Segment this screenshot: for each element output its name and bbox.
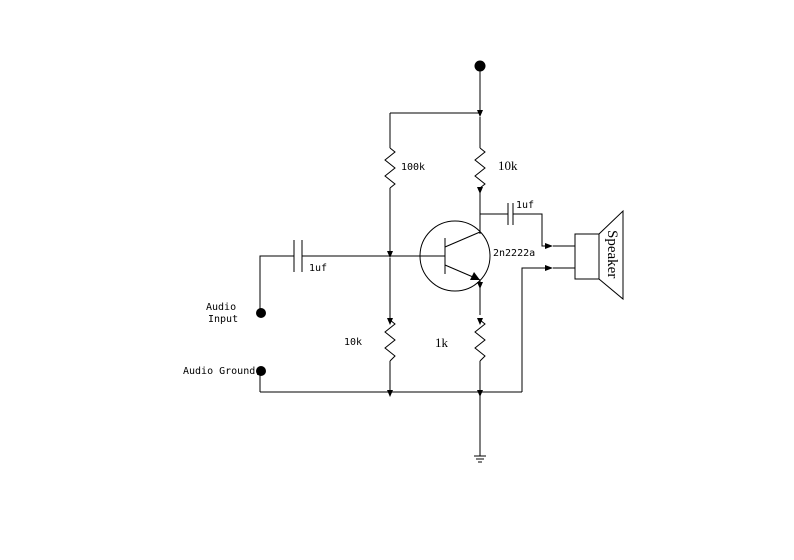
audio-input-terminal	[256, 308, 266, 318]
speaker-label: Speaker	[604, 230, 620, 278]
audio-input-label-line1: Audio	[206, 302, 236, 313]
transistor-label: 2n2222a	[493, 248, 535, 259]
supply-terminal	[474, 60, 486, 72]
resistor-10k-collector	[474, 147, 486, 189]
resistor-10k-collector-label: 10k	[498, 158, 518, 173]
transistor-emitter-arrow	[470, 272, 480, 280]
resistor-1k-label: 1k	[435, 335, 449, 350]
speaker-input-arrow-top	[545, 243, 553, 249]
transistor-collector-lead	[444, 231, 481, 248]
speaker-cone	[598, 209, 624, 301]
audio-ground-terminal	[256, 366, 266, 376]
audio-ground-label: Audio Ground	[183, 366, 255, 377]
resistor-10k-bias-label: 10k	[344, 337, 362, 348]
bias-lower-arrow	[387, 318, 393, 325]
speaker-magnet	[574, 233, 600, 280]
audio-input-label-line2: Input	[208, 314, 238, 325]
output-wire-speaker	[513, 213, 548, 247]
bias-ground-node-arrow	[387, 390, 393, 397]
speaker-input-arrow-bottom	[545, 265, 553, 271]
input-capacitor-label: 1uf	[309, 263, 327, 274]
emitter-node-arrow	[477, 282, 483, 289]
resistor-1k	[474, 319, 486, 362]
speaker-return-wire	[521, 267, 548, 392]
resistor-100k-label: 100k	[401, 162, 425, 173]
base-node-arrow	[387, 251, 393, 258]
resistor-10k-bias	[384, 319, 396, 362]
output-capacitor-label: 1uf	[516, 200, 534, 211]
resistor-100k	[384, 147, 396, 189]
emitter-resistor-arrow	[477, 318, 483, 325]
input-wire	[259, 255, 294, 313]
